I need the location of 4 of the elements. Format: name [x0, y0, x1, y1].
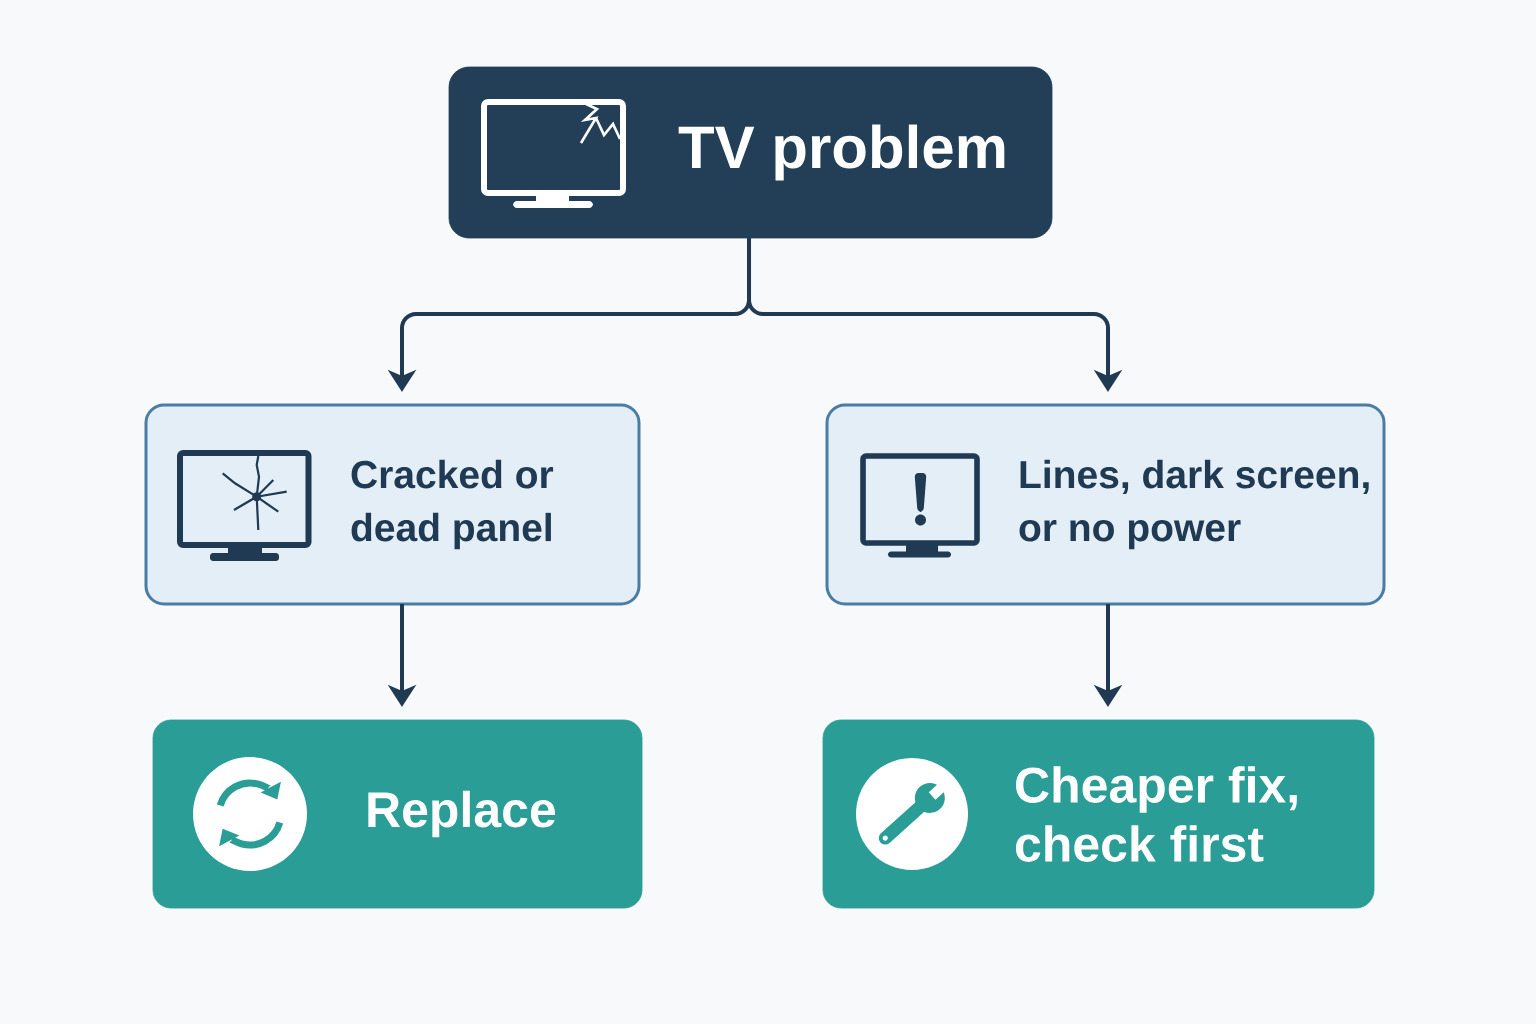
action-box: Cheaper fix, check first: [822, 719, 1375, 909]
header-box: TV problem: [448, 66, 1053, 239]
process-box: Lines, dark screen, or no power: [825, 403, 1386, 606]
process-box: Cracked or dead panel: [144, 403, 641, 606]
